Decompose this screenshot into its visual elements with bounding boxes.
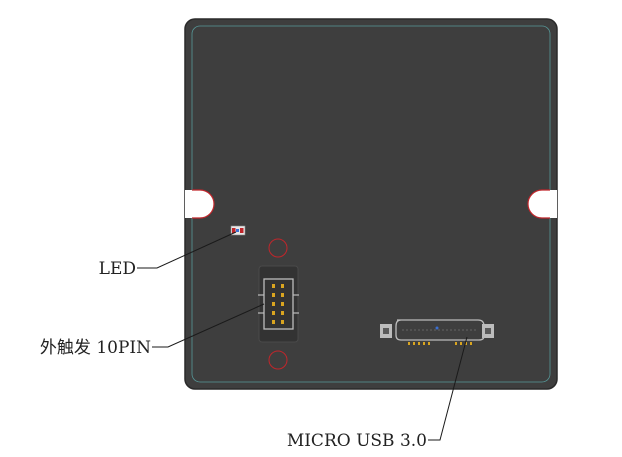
led-component <box>230 225 246 236</box>
header-pin <box>272 284 275 288</box>
usb-pin <box>423 342 425 345</box>
led-label: LED <box>99 259 136 279</box>
mounting-hole-bottom <box>268 350 288 370</box>
right-notch <box>527 189 557 219</box>
led-leader-line <box>137 231 237 269</box>
usb-pin <box>455 342 457 345</box>
usb-pin <box>408 342 410 345</box>
trigger-leader-line <box>152 303 265 348</box>
usb-label: MICRO USB 3.0 <box>287 431 427 451</box>
header-pin <box>281 284 284 288</box>
header-pin <box>272 311 275 315</box>
usb-pin <box>470 342 472 345</box>
header-pin <box>272 320 275 324</box>
mounting-hole-top <box>268 238 288 258</box>
usb-leader-line <box>428 336 468 441</box>
usb-pin <box>428 342 430 345</box>
left-notch <box>185 189 215 219</box>
usb-pin <box>413 342 415 345</box>
trigger-10pin-connector <box>258 265 299 343</box>
usb-pin <box>460 342 462 345</box>
pcb-board <box>184 18 558 390</box>
header-pin <box>281 311 284 315</box>
header-pin <box>281 302 284 306</box>
header-pin <box>272 293 275 297</box>
trigger-label: 外触发 10PIN <box>40 338 151 358</box>
header-pin <box>281 320 284 324</box>
usb-pin <box>418 342 420 345</box>
header-pin <box>272 302 275 306</box>
micro-usb3-connector <box>380 319 494 345</box>
usb-pin <box>465 342 467 345</box>
header-pin <box>281 293 284 297</box>
